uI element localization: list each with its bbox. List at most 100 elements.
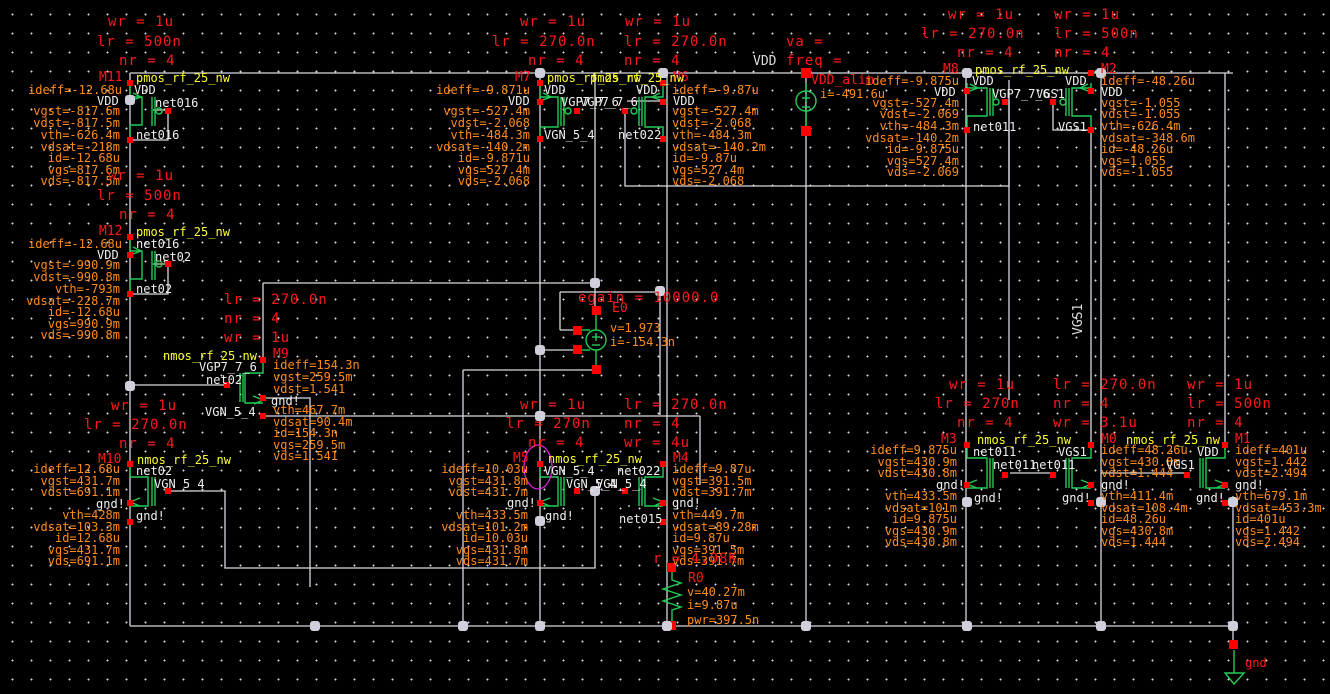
op-vth: vth=428m — [62, 508, 120, 522]
op-id: id=-9.875u — [886, 142, 959, 156]
op-v: v=40.27m — [687, 585, 745, 599]
op-vth: vth=-484.3m — [450, 128, 530, 142]
op-vth: vth=-626.4m — [1101, 119, 1181, 133]
pin-g: VGN_5_4 — [596, 477, 647, 491]
net-label-vdd: VDD — [753, 54, 777, 69]
param-freq: freq = — [786, 53, 843, 69]
param-wr: wr = 1u — [625, 14, 692, 30]
param-lr: lr = 270.0n — [1053, 377, 1157, 393]
op-vgs: vgs=431.8m — [455, 543, 528, 557]
model-name: pmos_rf_25_nw — [590, 71, 684, 85]
op-i: i=-154.3n — [610, 335, 676, 349]
instance-name: M7 — [515, 70, 531, 85]
op-vds: vds=-990.8m — [40, 328, 120, 342]
op-vds: vds=-1.055 — [1101, 165, 1174, 179]
op-vth: vth=449.7m — [672, 508, 745, 522]
pin-d: VGS1 — [1058, 120, 1087, 134]
pin-g: VGS1 — [1036, 87, 1065, 101]
op-vdsat: vdsat=-140.2m — [865, 131, 959, 145]
vsource-VDD_alim-symbol — [795, 83, 817, 127]
op-vdsat: vdsat=90.4m — [273, 415, 353, 429]
op-vth: vth=467.7m — [273, 403, 346, 417]
model-name: nmos_rf_25_nw — [137, 453, 231, 467]
pmos-M7-symbol — [539, 83, 572, 138]
op-ideff: ideff=-12.68u — [28, 237, 122, 251]
op-vth: vth=433.5m — [455, 508, 528, 522]
op-vgst: vgst=431.8m — [448, 474, 528, 488]
pin-s: gnd! — [136, 509, 165, 523]
op-ideff: ideff=10.03u — [441, 462, 528, 476]
ground-symbol — [1223, 650, 1246, 686]
op-v: v=1.973 — [610, 321, 661, 335]
op-vgs: vgs=430.8m — [1101, 524, 1174, 538]
op-vdst: vdst=-990.8m — [33, 270, 120, 284]
op-vdst: vdst=-2.068 — [672, 116, 752, 130]
pin-d: VGN_5_4 — [544, 464, 595, 478]
param-nr: nr = 4 — [957, 45, 1014, 61]
op-vgst: vgst=1.442 — [1235, 455, 1308, 469]
op-vgst: vgst=431.7m — [40, 474, 120, 488]
pmos-M2-symbol — [1059, 83, 1092, 130]
op-vds: vds=691.1m — [47, 554, 120, 568]
op-vds: vds=-2.068 — [672, 174, 745, 188]
op-vdst: vdst=-2.069 — [879, 107, 959, 121]
op-id: id=48.26u — [1101, 512, 1167, 526]
op-pwr: pwr=397.5n — [687, 613, 760, 627]
pin-g: net011 — [993, 458, 1037, 472]
op-vdst: vdst=430.8m — [877, 466, 957, 480]
param-lr: lr = 270.0n — [84, 417, 188, 433]
pin-s: VDD — [1065, 74, 1087, 88]
pin-b: gnd! — [96, 497, 125, 511]
op-vgst: vgst=-527.4m — [872, 96, 959, 110]
op-vdsat: vdsat=89.28m — [672, 520, 759, 534]
param-lr: lr = 270n — [506, 416, 591, 432]
pin-b: VDD — [934, 85, 956, 99]
nmos-M0-symbol — [1065, 445, 1093, 489]
param-nr: nr = 4 — [624, 416, 681, 432]
pin-s: gnd! — [974, 491, 1003, 505]
pin-d: net011 — [973, 120, 1017, 134]
resistor-R0-symbol — [660, 569, 684, 624]
model-name: pmos_rf_25_nw — [547, 71, 641, 85]
op-ideff: ideff=9.87u — [672, 462, 752, 476]
op-i: i=-491.6u — [820, 87, 886, 101]
op-vth: vth=433.5m — [884, 489, 957, 503]
param-wr: wr = 3.1u — [1053, 415, 1138, 431]
pin-s: VDD — [544, 83, 566, 97]
op-vdsat: vdsat=-228.7m — [26, 294, 120, 308]
instance-name: VDD_alim — [811, 73, 874, 88]
pin-b: gnd! — [672, 496, 701, 510]
pin-d: VDD — [1197, 445, 1219, 459]
param-egain: egain = 10000.0 — [578, 290, 720, 306]
op-vgst: vgst=-527.4m — [672, 104, 759, 118]
op-vgs: vgs=391.5m — [672, 543, 745, 557]
junction-dots — [125, 68, 1238, 631]
selection-highlight — [523, 444, 553, 490]
param-nr: nr = 4 — [528, 53, 585, 69]
pmos-M11-symbol — [129, 83, 163, 140]
ground-label: gnd — [1245, 656, 1267, 670]
pin-g: VGP7_7_6 — [580, 95, 638, 109]
instance-name: M2 — [1101, 62, 1117, 77]
op-id: id=9.875u — [891, 512, 957, 526]
nmos-M4-symbol — [638, 464, 665, 507]
param-r: r = 4.08K — [653, 551, 738, 567]
op-vgst: vgst=-817.6m — [33, 104, 120, 118]
op-vdst: vdst=-1.055 — [1101, 107, 1181, 121]
param-wr: wr = 1u — [520, 397, 587, 413]
pin-g: VGS1 — [1166, 458, 1195, 472]
op-vgst: vgst=430.9m — [877, 455, 957, 469]
pin-s: gnd! — [1062, 491, 1091, 505]
op-vgs: vgs=1.442 — [1235, 524, 1301, 538]
pmos-M12-symbol — [129, 237, 163, 294]
pin-b: VDD — [673, 94, 695, 108]
op-vgst: vgst=-1.055 — [1101, 96, 1181, 110]
pin-d: net022 — [618, 128, 662, 142]
pin-b: gnd! — [1101, 478, 1130, 492]
pin-b: gnd! — [507, 496, 536, 510]
pin-s: gnd! — [1196, 491, 1225, 505]
op-vgs: vgs=431.7m — [47, 543, 120, 557]
op-id: id=-48.26u — [1101, 142, 1174, 156]
op-vth: vth=411.4m — [1101, 489, 1174, 503]
